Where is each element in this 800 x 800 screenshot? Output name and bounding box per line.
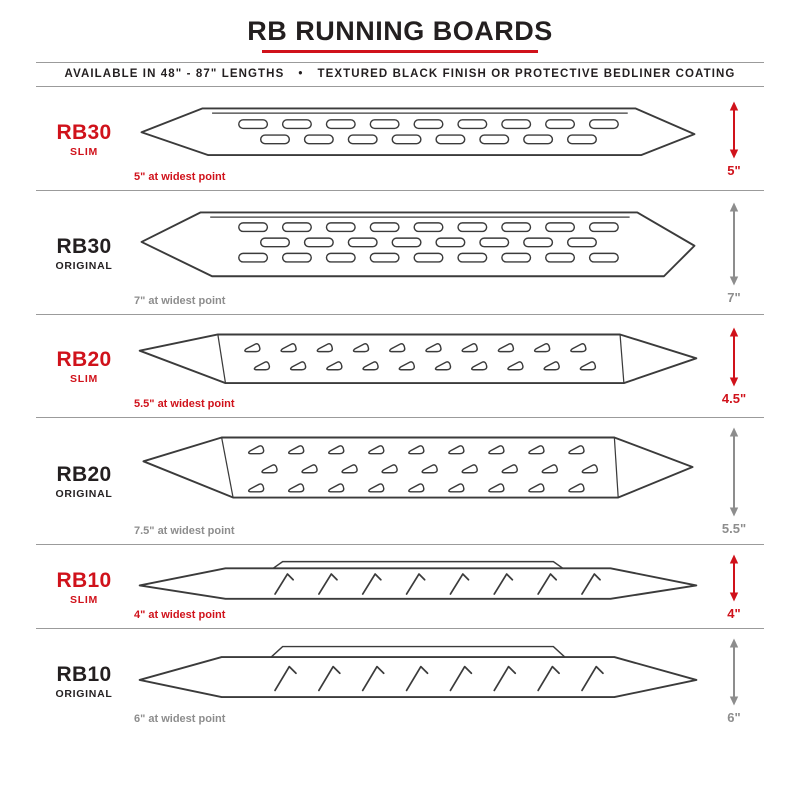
width-annotation: 5" at widest point (134, 171, 226, 184)
height-arrow-icon (729, 427, 739, 517)
height-value: 4" (727, 605, 741, 621)
height-arrow-icon (729, 554, 739, 602)
height-arrow-icon (729, 327, 739, 387)
height-value: 5.5" (721, 521, 747, 537)
model-variant: ORIGINAL (55, 260, 113, 273)
model-label: RB10 SLIM (36, 569, 132, 606)
height-measure: 4" (704, 554, 764, 621)
width-annotation: 7" at widest point (134, 294, 226, 307)
model-label: RB30 SLIM (36, 121, 132, 158)
rb30-slim-board-illustration (140, 107, 696, 157)
rb30-original-board-illustration (140, 211, 696, 278)
rb10-original-board-illustration (138, 645, 698, 698)
width-annotation: 6" at widest point (134, 713, 226, 726)
rb30-original-drawing: 7" at widest point (132, 200, 704, 307)
height-arrow-icon (729, 101, 739, 159)
subtitle-lengths: AVAILABLE IN 48" - 87" LENGTHS (64, 68, 285, 80)
model-variant: ORIGINAL (55, 488, 113, 501)
height-value: 4.5" (721, 391, 747, 407)
model-label: RB20 ORIGINAL (36, 463, 132, 500)
running-boards-infographic: RB RUNNING BOARDS AVAILABLE IN 48" - 87"… (36, 16, 764, 732)
board-row-rb30-slim: RB30 SLIM 5" at widest point (36, 87, 764, 192)
rb10-slim-board-illustration (138, 561, 698, 600)
height-measure: 4.5" (704, 327, 764, 406)
height-measure: 5" (704, 101, 764, 178)
page-title: RB RUNNING BOARDS (247, 16, 553, 46)
model-name: RB30 (56, 235, 112, 259)
height-value: 5" (727, 163, 741, 179)
height-arrow-icon (729, 202, 739, 286)
model-name: RB20 (56, 348, 112, 372)
model-variant: ORIGINAL (55, 688, 113, 701)
height-measure: 5.5" (704, 427, 764, 536)
board-row-rb20-slim: RB20 SLIM 5.5" at widest point (36, 315, 764, 418)
model-label: RB30 ORIGINAL (36, 235, 132, 272)
board-row-rb10-original: RB10 ORIGINAL 6" at widest point 6" (36, 629, 764, 732)
width-annotation: 7.5" at widest point (134, 524, 235, 537)
subtitle-finish: TEXTURED BLACK FINISH OR PROTECTIVE BEDL… (317, 68, 736, 80)
subtitle: AVAILABLE IN 48" - 87" LENGTHS • TEXTURED … (36, 62, 764, 87)
rb10-slim-drawing: 4" at widest point (132, 554, 704, 621)
height-value: 6" (727, 710, 741, 726)
height-measure: 6" (704, 638, 764, 725)
height-arrow-icon (729, 638, 739, 706)
rb20-original-drawing: 7.5" at widest point (132, 427, 704, 537)
model-name: RB20 (56, 463, 112, 487)
model-variant: SLIM (70, 593, 98, 606)
rb10-original-drawing: 6" at widest point (132, 638, 704, 725)
board-row-rb10-slim: RB10 SLIM 4" at widest point 4" (36, 545, 764, 629)
height-measure: 7" (704, 202, 764, 305)
model-variant: SLIM (70, 146, 98, 159)
board-row-rb30-original: RB30 ORIGINAL 7" at widest point (36, 191, 764, 315)
width-annotation: 4" at widest point (134, 608, 226, 621)
width-annotation: 5.5" at widest point (134, 397, 235, 410)
model-label: RB20 SLIM (36, 348, 132, 385)
model-name: RB10 (56, 663, 112, 687)
bullet-separator: • (298, 68, 304, 80)
board-row-rb20-original: RB20 ORIGINAL 7.5" at wide (36, 418, 764, 545)
rb20-original-board-illustration (142, 436, 694, 498)
rb20-slim-board-illustration (138, 333, 698, 385)
title-underline (262, 50, 538, 53)
model-name: RB30 (56, 121, 112, 145)
height-value: 7" (727, 290, 741, 306)
rb30-slim-drawing: 5" at widest point (132, 96, 704, 183)
model-name: RB10 (56, 568, 112, 592)
model-variant: SLIM (70, 373, 98, 386)
rb20-slim-drawing: 5.5" at widest point (132, 324, 704, 410)
model-label: RB10 ORIGINAL (36, 663, 132, 700)
